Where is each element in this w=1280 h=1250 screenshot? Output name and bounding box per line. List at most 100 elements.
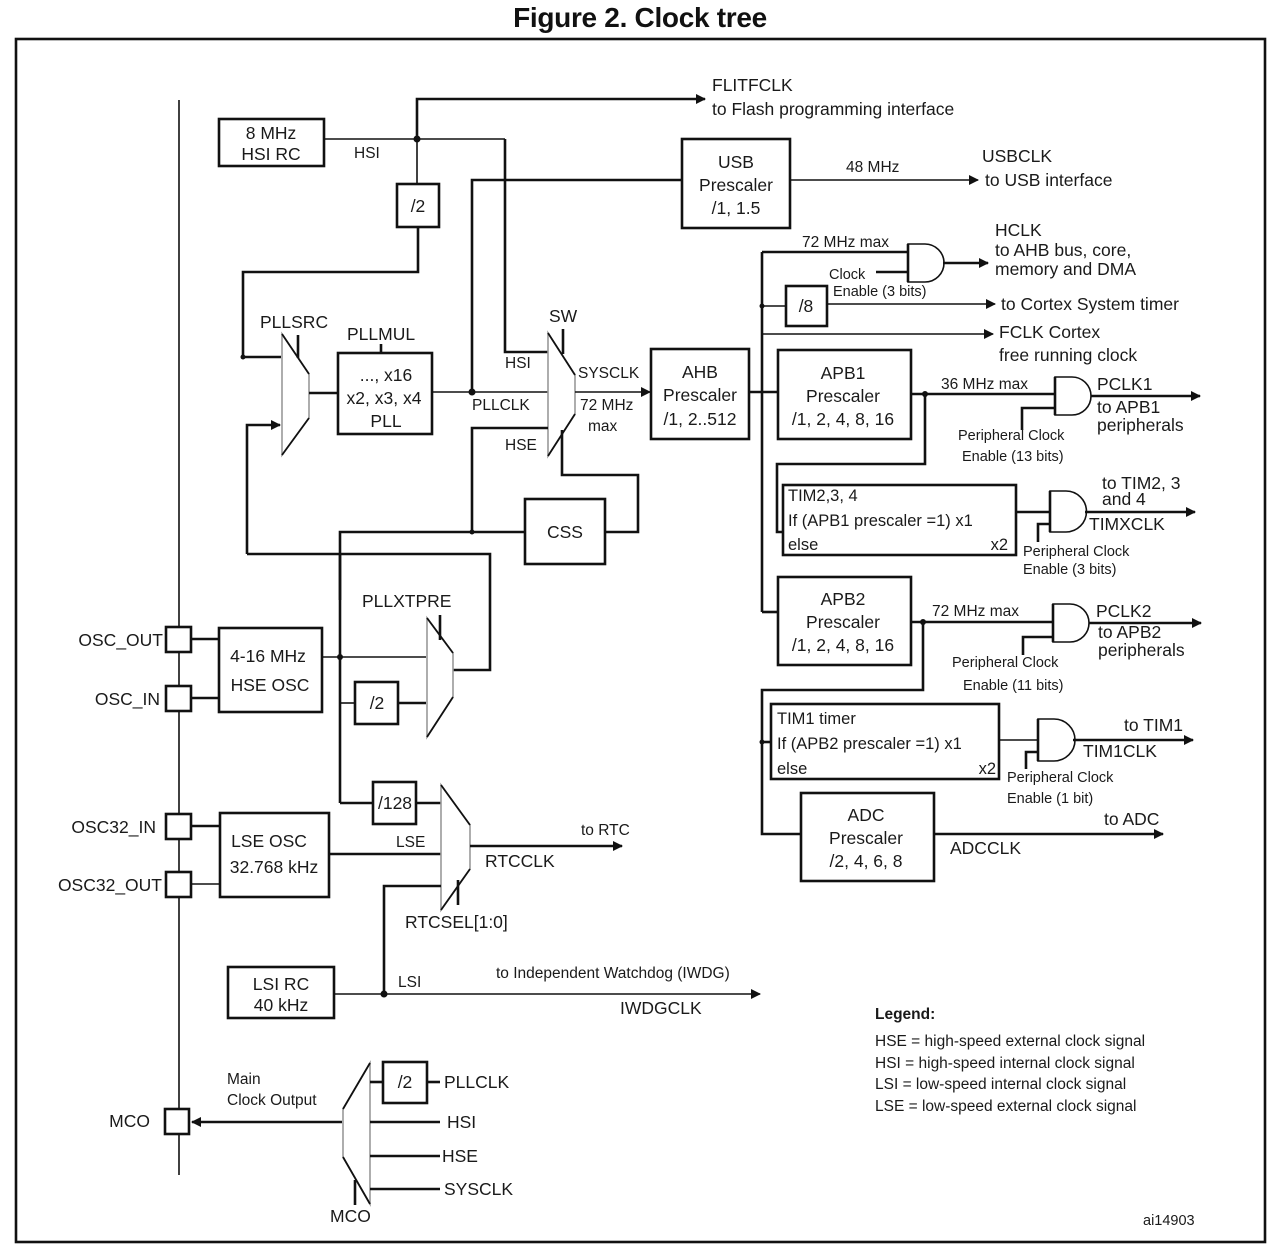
svg-text:/128: /128	[378, 793, 412, 813]
tim1-label: to TIM1	[1124, 715, 1183, 735]
svg-text:/1, 2..512: /1, 2..512	[664, 409, 737, 429]
apb2-to-tim1-adc-wire	[760, 622, 925, 836]
pllmul-label: PLLMUL	[347, 324, 415, 344]
hsi-signal-label: HSI	[354, 145, 380, 162]
flitfclk-label: FLITFCLK	[712, 75, 793, 95]
pclk1-desc-1: to APB1	[1097, 397, 1160, 417]
svg-text:40 kHz: 40 kHz	[254, 995, 308, 1015]
figure-title: Figure 2. Clock tree	[513, 2, 767, 33]
svg-text:/2: /2	[370, 693, 385, 713]
figure-id: ai14903	[1143, 1213, 1195, 1229]
svg-text:TIM1 timer: TIM1 timer	[777, 710, 856, 728]
apb1-enable-1: Peripheral Clock	[958, 428, 1065, 444]
apb1-prescaler-block: APB1 Prescaler /1, 2, 4, 8, 16	[776, 348, 913, 441]
hsi-rc-label: HSI RC	[241, 144, 300, 164]
lsi-junction	[380, 990, 388, 998]
timx-and-gate	[1048, 490, 1088, 533]
svg-text:LSI RC: LSI RC	[253, 974, 309, 994]
lsi-rc-block: LSI RC 40 kHz	[226, 965, 336, 1020]
pllsrc-mux[interactable]	[281, 331, 310, 458]
flitfclk-desc: to Flash programming interface	[712, 99, 954, 119]
svg-text:Prescaler: Prescaler	[663, 385, 737, 405]
svg-text:..., x16: ..., x16	[360, 365, 413, 385]
svg-text:Prescaler: Prescaler	[806, 612, 880, 632]
mco-div2-block: /2	[381, 1060, 429, 1105]
clock-enable-1: Clock	[829, 267, 866, 283]
svg-text:USB: USB	[718, 152, 754, 172]
legend-item: HSI = high-speed internal clock signal	[875, 1055, 1135, 1072]
svg-text:/1, 1.5: /1, 1.5	[712, 198, 761, 218]
apb2-prescaler-block: APB2 Prescaler /1, 2, 4, 8, 16	[776, 575, 913, 667]
osc32-out-label: OSC32_OUT	[58, 875, 162, 896]
svg-text:/1, 2, 4, 8, 16: /1, 2, 4, 8, 16	[792, 409, 894, 429]
apb2-enable-1: Peripheral Clock	[952, 655, 1059, 671]
timx-label-2: and 4	[1102, 489, 1146, 509]
apb1-max-label: 36 MHz max	[941, 376, 1028, 393]
adcclk-label: ADCCLK	[950, 838, 1021, 858]
svg-text:LSE OSC: LSE OSC	[231, 831, 307, 851]
apb2-enable-2: Enable (11 bits)	[963, 678, 1063, 694]
mco-mux[interactable]	[342, 1060, 371, 1207]
hse-to-sw-wire	[470, 426, 548, 532]
sysclk-max-2: max	[588, 418, 618, 435]
ahb-prescaler-block: AHB Prescaler /1, 2..512	[649, 347, 751, 441]
osc-in-pin	[164, 684, 193, 713]
hclk-label: HCLK	[995, 220, 1042, 240]
timx-enable-wire	[1036, 522, 1050, 542]
legend-title: Legend:	[875, 1006, 935, 1023]
mco-input-sysclk: SYSCLK	[444, 1179, 513, 1199]
iwdg-label: to Independent Watchdog (IWDG)	[496, 965, 730, 982]
osc-out-pin	[164, 625, 193, 654]
pllxtpre-to-pllsrc-wire	[247, 552, 492, 672]
tim1-enable-1: Peripheral Clock	[1007, 770, 1114, 786]
timx-label-1: to TIM2, 3	[1102, 473, 1180, 493]
usbclk-desc: to USB interface	[985, 170, 1112, 190]
svg-text:If (APB2 prescaler =1) x1: If (APB2 prescaler =1) x1	[777, 735, 962, 753]
svg-text:/1, 2, 4, 8, 16: /1, 2, 4, 8, 16	[792, 635, 894, 655]
svg-text:Prescaler: Prescaler	[699, 175, 773, 195]
tim1-multiplier-block: TIM1 timer If (APB2 prescaler =1) x1 els…	[769, 702, 1001, 781]
svg-text:ADC: ADC	[848, 805, 885, 825]
timxclk-label: TIMXCLK	[1089, 514, 1165, 534]
mco-pin-label: MCO	[109, 1111, 150, 1131]
pllclk-label: PLLCLK	[472, 397, 530, 414]
rtc-label: to RTC	[581, 822, 630, 839]
apb1-enable-2: Enable (13 bits)	[962, 449, 1064, 465]
sw-hse-label: HSE	[505, 437, 537, 454]
mco-mux-label: MCO	[330, 1206, 371, 1226]
div128-block: /128	[371, 780, 418, 826]
clock-enable-2: Enable (3 bits)	[833, 284, 927, 300]
svg-text:4-16 MHz: 4-16 MHz	[230, 646, 306, 666]
mco-pin	[163, 1107, 191, 1136]
tim1-enable-2: Enable (1 bit)	[1007, 791, 1093, 807]
svg-text:HSE OSC: HSE OSC	[231, 675, 310, 695]
pclk1-enable-wire	[1020, 406, 1055, 430]
lse-osc-block: LSE OSC 32.768 kHz	[218, 811, 331, 899]
rtcclk-label: RTCCLK	[485, 851, 555, 871]
legend-item: LSI = low-speed internal clock signal	[875, 1076, 1126, 1093]
adc-label: to ADC	[1104, 809, 1159, 829]
usb-prescaler-block: USB Prescaler /1, 1.5	[680, 137, 792, 230]
svg-text:else: else	[788, 536, 818, 554]
tim234-enable-1: Peripheral Clock	[1023, 544, 1130, 560]
svg-text:x2, x3, x4: x2, x3, x4	[347, 388, 422, 408]
hclk-and-gate	[906, 243, 945, 283]
rtcsel-mux[interactable]	[440, 782, 471, 913]
fclk-desc: free running clock	[999, 345, 1137, 365]
osc-in-label: OSC_IN	[95, 689, 160, 710]
pllxtpre-label: PLLXTPRE	[362, 591, 451, 611]
svg-text:/2, 4, 6, 8: /2, 4, 6, 8	[830, 851, 903, 871]
systick-label: to Cortex System timer	[1001, 294, 1179, 314]
main-clock-output-2: Clock Output	[227, 1092, 317, 1109]
mco-input-hsi: HSI	[447, 1112, 476, 1132]
tim1clk-label: TIM1CLK	[1083, 741, 1157, 761]
svg-text:APB1: APB1	[821, 363, 866, 383]
svg-text:APB2: APB2	[821, 589, 866, 609]
lsi-label: LSI	[398, 974, 421, 991]
figure-frame	[14, 37, 1267, 1244]
legend: Legend: HSE = high-speed external clock …	[875, 1006, 1145, 1115]
svg-text:x2: x2	[991, 536, 1008, 554]
hsi-rc-freq: 8 MHz	[246, 123, 297, 143]
usb-freq-label: 48 MHz	[846, 159, 899, 176]
